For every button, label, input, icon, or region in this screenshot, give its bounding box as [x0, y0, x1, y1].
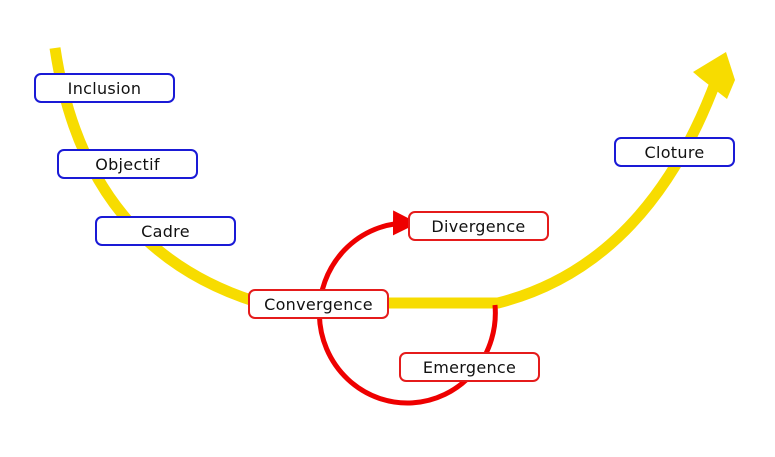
- main-path-arrowhead: [693, 52, 735, 99]
- divergence-box: Divergence: [408, 211, 549, 241]
- cadre-box: Cadre: [95, 216, 236, 246]
- objectif-box: Objectif: [57, 149, 198, 179]
- divergence-label: Divergence: [431, 216, 526, 236]
- inclusion-label: Inclusion: [67, 78, 142, 98]
- inclusion-box: Inclusion: [34, 73, 175, 103]
- cadre-label: Cadre: [141, 221, 190, 241]
- convergence-label: Convergence: [264, 294, 373, 314]
- emergence-label: Emergence: [422, 357, 517, 377]
- objectif-label: Objectif: [95, 154, 160, 174]
- cloture-label: Cloture: [644, 142, 705, 162]
- cloture-box: Cloture: [614, 137, 735, 167]
- emergence-box: Emergence: [399, 352, 540, 382]
- convergence-box: Convergence: [248, 289, 389, 319]
